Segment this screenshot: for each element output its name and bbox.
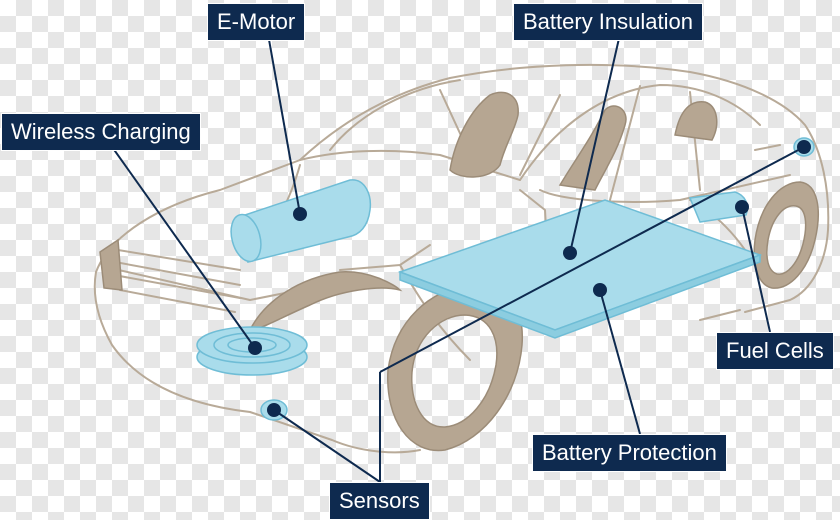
rear-wheel — [753, 181, 819, 289]
sensors-label: Sensors — [329, 482, 430, 520]
front-seat — [449, 91, 519, 178]
leader-battery-insulation — [569, 33, 621, 254]
e-motor-label: E-Motor — [207, 3, 306, 41]
front-bumper-vent — [99, 238, 123, 291]
leader-dots — [248, 140, 811, 417]
leader-sensors-front — [273, 409, 381, 483]
dot-sensor-front — [267, 403, 281, 417]
e-motor-cylinder — [230, 179, 372, 263]
leader-lines — [109, 33, 805, 483]
dot-battery-protection — [593, 283, 607, 297]
battery-insulation-label: Battery Insulation — [513, 3, 703, 41]
front-wheel-arch — [248, 271, 403, 331]
front-wheel — [387, 284, 524, 452]
battery-pack-edge — [399, 253, 761, 339]
rear-seat-right — [674, 101, 718, 141]
dot-sensor-rear — [797, 140, 811, 154]
dot-e-motor — [293, 207, 307, 221]
dot-wireless-charging — [248, 341, 262, 355]
leader-battery-protection — [599, 289, 641, 435]
leader-e-motor — [267, 33, 301, 215]
dot-fuel-cells — [735, 200, 749, 214]
leader-fuel-cells — [741, 206, 771, 333]
leader-sensors-rear-a — [379, 146, 805, 373]
wireless-charging-label: Wireless Charging — [1, 113, 201, 151]
battery-protection-label: Battery Protection — [532, 434, 727, 472]
dot-battery-insulation — [563, 246, 577, 260]
fuel-cells-label: Fuel Cells — [716, 332, 834, 370]
leader-wireless-charging — [109, 143, 256, 349]
